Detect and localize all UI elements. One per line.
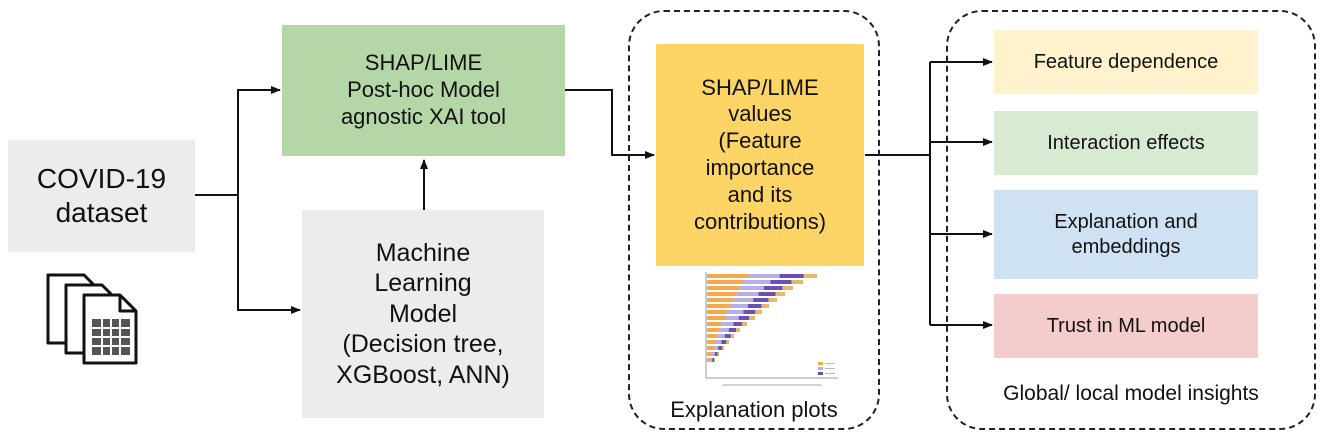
plot-bar-segment [758,292,776,296]
plot-bar-segment [707,274,749,278]
spreadsheet-files-icon [46,273,138,365]
plot-bar-segment [730,304,748,308]
ml-model-node: Machine Learning Model (Decision tree, X… [302,210,544,418]
plot-bar-segment [714,352,718,356]
plot-bar-segment [775,292,785,296]
plot-bar-segment [715,340,722,344]
plot-bar-segment [726,340,729,344]
plot-bar-segment [803,274,817,278]
plot-bar-segment [717,352,719,356]
insight-label: Trust in ML model [1046,314,1206,337]
plot-bar-segment [707,340,716,344]
plot-bar-segment [718,346,722,350]
ml-model-label: Machine Learning Model (Decision tree, X… [336,238,510,389]
plot-bar-segment [707,316,726,320]
plot-bar-segment [768,298,777,302]
plot-bar-segment [763,286,783,290]
plot-bar-segment [725,316,739,320]
dataset-node: COVID-19 dataset [8,140,195,252]
plot-bar-segment [711,352,715,356]
insight-label: Explanation and embeddings [1054,211,1198,258]
plot-bar-segment [707,298,734,302]
plot-bar-segment [722,322,734,326]
model-insights-caption: Global/ local model insights [1003,382,1259,405]
insight-trust-ml-model: Trust in ML model [994,294,1258,358]
plot-bar-segment [727,310,744,314]
plot-bar-segment [736,292,759,296]
plot-bar-segment [743,310,756,314]
plot-bar-segment [707,280,744,284]
model-insights-group [946,10,1316,430]
plot-bar-segment [712,358,715,362]
plot-bar-segment [733,322,743,326]
plot-bar-segment [755,310,762,314]
plot-bar-segment [707,352,712,356]
insight-interaction-effects: Interaction effects [994,111,1258,175]
arrow-dataset-to-ml [237,195,301,314]
insight-label: Interaction effects [1047,131,1205,154]
plot-bar-segment [721,346,724,350]
plot-bar-segment [742,322,747,326]
xai-tool-node: SHAP/LIME Post-hoc Model agnostic XAI to… [282,25,565,156]
xai-tool-label: SHAP/LIME Post-hoc Model agnostic XAI to… [340,50,507,129]
plot-bar-segment [782,286,793,290]
plot-bar-segment [707,322,723,326]
insight-feature-dependence: Feature dependence [994,30,1258,94]
dataset-label: COVID-19 dataset [36,162,167,228]
plot-bar-segment [707,358,711,362]
plot-bar-segment [707,286,740,290]
plot-bar-segment [779,274,804,278]
plot-bar-segment [736,328,740,332]
plot-bar-segment [707,334,718,338]
shap-lime-values-label: SHAP/LIME values (Feature importance and… [693,74,827,234]
plot-bar-segment [743,280,771,284]
plot-bar-segment [748,274,780,278]
plot-bar-segment [724,334,731,338]
plot-bar-segment [738,316,750,320]
insight-explanation-embeddings: Explanation and embeddings [994,190,1258,279]
plot-bar-segment [791,280,803,284]
shap-lime-values-node: SHAP/LIME values (Feature importance and… [656,44,864,266]
plot-bar-segment [753,298,769,302]
plot-bar-segment [728,328,737,332]
shap-summary-plot-thumbnail [705,272,838,386]
plot-bar-segment [721,340,727,344]
explanation-plots-caption: Explanation plots [670,397,838,422]
insight-label: Feature dependence [1033,50,1219,73]
plot-bar-segment [714,358,715,362]
plot-bar-segment [733,298,754,302]
arrow-dataset-to-xai [237,86,281,195]
plot-bar-segment [707,310,728,314]
plot-bar-segment [707,346,714,350]
plot-bar-segment [707,292,737,296]
plot-bar-segment [770,280,792,284]
plot-bar-segment [707,328,720,332]
plot-bar-segment [747,304,762,308]
plot-bar-segment [719,328,729,332]
plot-bar-segment [730,334,734,338]
plot-bar-segment [761,304,769,308]
plot-bar-segment [710,358,713,362]
arrow-xai-to-values [565,89,655,159]
plot-bar-segment [707,304,731,308]
plot-bar-segment [713,346,719,350]
plot-bar-segment [749,316,755,320]
explanation-plots-group [628,10,880,430]
plot-bar-segment [717,334,725,338]
plot-bar-segment [739,286,764,290]
